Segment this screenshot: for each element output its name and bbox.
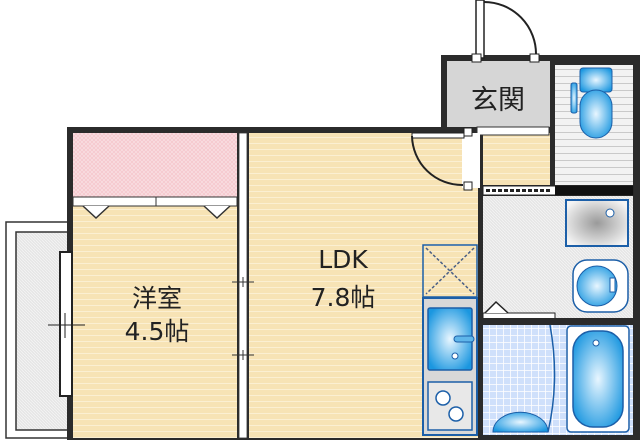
door-marks bbox=[232, 277, 254, 360]
western-room bbox=[73, 205, 237, 438]
western-room-size: 4.5帖 bbox=[125, 317, 190, 346]
hallway bbox=[483, 133, 550, 185]
ldk-door[interactable] bbox=[411, 127, 480, 191]
washing-machine-icon bbox=[572, 259, 629, 313]
toilet-icon bbox=[570, 67, 613, 139]
kitchen-counter bbox=[422, 297, 478, 436]
shower-icon bbox=[492, 411, 549, 433]
western-room-label: 洋室 bbox=[132, 284, 182, 313]
closet bbox=[73, 133, 237, 197]
ldk-label: LDK bbox=[318, 245, 368, 274]
stove-icon bbox=[427, 381, 473, 431]
bath-curtain bbox=[547, 324, 556, 433]
entrance-label: 玄関 bbox=[471, 85, 525, 116]
balcony-window[interactable] bbox=[48, 251, 85, 397]
closet-doors[interactable] bbox=[72, 196, 238, 220]
wash-basin-icon bbox=[565, 199, 629, 247]
ldk-size: 7.8帖 bbox=[311, 283, 376, 312]
entrance-area bbox=[447, 61, 550, 127]
entrance-door[interactable] bbox=[471, 0, 540, 63]
step-line bbox=[476, 126, 550, 136]
bathtub-icon bbox=[566, 325, 630, 433]
